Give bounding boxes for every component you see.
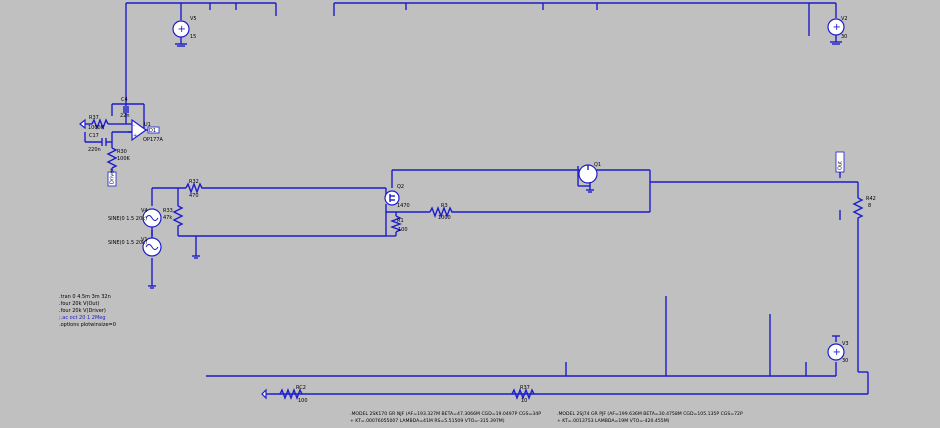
r42-value: 8 <box>868 203 871 209</box>
v2-source[interactable]: + <box>827 18 845 45</box>
r32-value: 470 <box>189 193 199 199</box>
r42-resistor[interactable] <box>852 197 864 220</box>
svg-text:+: + <box>833 22 841 33</box>
svg-text:+: + <box>133 133 137 139</box>
r37b-resistor[interactable] <box>511 388 535 400</box>
in-flag[interactable] <box>79 118 86 130</box>
r33-value: 47k <box>163 215 172 221</box>
model-2sj74-line2: + KT=.0013753 LAMBDA=19M VTO=-420.455M) <box>557 418 670 424</box>
model-2sk170-line2: + KT=.00076055007 LAMBDA=41M RS=5.51509 … <box>350 418 505 424</box>
v2-label: V2 <box>841 16 848 22</box>
c4-value: 22n <box>120 113 130 119</box>
svg-text:+: + <box>833 347 841 358</box>
v1-source[interactable] <box>142 227 162 257</box>
spice-directives[interactable]: .tran 0 4.5m 3m 32n .four 20k V(Out) .fo… <box>59 294 116 328</box>
top-rail-left <box>125 2 277 116</box>
input-wiring <box>148 187 386 289</box>
r1-label: R1 <box>397 218 404 224</box>
r42-label: R42 <box>866 196 876 202</box>
rc2-label: RC2 <box>296 385 306 391</box>
v5-label: V5 <box>190 16 197 22</box>
r3-resistor[interactable] <box>429 206 456 218</box>
c17-capacitor[interactable] <box>101 138 112 146</box>
output-wiring <box>839 172 859 372</box>
directive-options: .options plotwinsize=0 <box>59 322 116 328</box>
v1-value: SINE(0 1.5 20k) <box>108 240 147 246</box>
r32-resistor[interactable] <box>185 182 204 194</box>
c4-label: C4 <box>121 97 128 103</box>
directive-tran: .tran 0 4.5m 3m 32n <box>59 294 111 300</box>
r32-label: R32 <box>189 179 199 185</box>
opamp-output-flag[interactable] <box>147 126 160 134</box>
rc2-resistor[interactable] <box>261 388 303 400</box>
r1-value: 100 <box>398 227 408 233</box>
u1-opamp[interactable]: - + <box>128 118 148 142</box>
c17-value: 220n <box>88 147 101 153</box>
directive-four-driver: .four 20k V(Driver) <box>59 308 106 314</box>
svg-text:-: - <box>133 123 135 129</box>
c4-capacitor[interactable] <box>123 106 129 113</box>
r33-label: R33 <box>163 208 173 214</box>
q2-jfet[interactable] <box>384 190 400 206</box>
mid-wiring <box>385 169 858 237</box>
svg-text:+: + <box>178 24 186 35</box>
r37-label: R37 <box>89 115 99 121</box>
r37-resistor[interactable] <box>86 118 112 130</box>
model-directives[interactable]: .MODEL 2SK170 GR NJF (AF=193.327M BETA=4… <box>350 411 743 424</box>
r3-label: R3 <box>441 203 448 209</box>
model-2sk170-line1: .MODEL 2SK170 GR NJF (AF=193.327M BETA=4… <box>350 411 541 417</box>
q2-value: 1470 <box>397 203 410 209</box>
driver-flag-text: Driver <box>110 168 116 184</box>
q1-label: Q1 <box>594 162 601 168</box>
r30-label: R30 <box>117 149 127 155</box>
r30-value: 100K <box>117 156 131 162</box>
r30-resistor[interactable] <box>106 147 118 172</box>
out-flag-right[interactable] <box>835 151 845 173</box>
v4-value: SINE(0 1.5 20k) <box>108 216 147 222</box>
r37b-value: 10 <box>521 398 527 404</box>
r37b-label: R37 <box>520 385 530 391</box>
v3-value: 30 <box>842 358 848 364</box>
u1-value: OP177A <box>143 137 163 143</box>
r37-value: 1000K <box>88 125 105 131</box>
opamp-output-text: D1 <box>149 128 156 134</box>
driver-flag[interactable] <box>107 171 117 187</box>
c17-label: C17 <box>89 133 99 139</box>
u1-label: U1 <box>144 122 151 128</box>
directive-ac-commented: ;.ac oct 20 1 2Meg <box>59 315 106 321</box>
bottom-rail <box>206 296 869 395</box>
model-2sj74-line1: .MODEL 2SJ74 GR PJF (AF=199.636M BETA=30… <box>557 411 743 417</box>
v3-source[interactable]: + <box>827 335 845 361</box>
r33-resistor[interactable] <box>172 205 184 230</box>
directive-four-out: .four 20k V(Out) <box>59 301 100 307</box>
r3-value: 1000 <box>438 215 451 221</box>
q2-label: Q2 <box>397 184 404 190</box>
top-rail-right <box>333 2 837 36</box>
v1-label: V1 <box>141 237 148 243</box>
out-flag-right-text: Out <box>838 161 844 170</box>
q1-jfet[interactable] <box>577 164 598 193</box>
v4-label: V4 <box>141 208 148 214</box>
v3-label: V3 <box>842 341 849 347</box>
rc2-value: 100 <box>298 398 308 404</box>
v2-value: 30 <box>841 34 847 40</box>
v5-source[interactable]: + <box>172 16 190 47</box>
r1-resistor[interactable] <box>390 215 402 233</box>
v5-value: 15 <box>190 34 196 40</box>
